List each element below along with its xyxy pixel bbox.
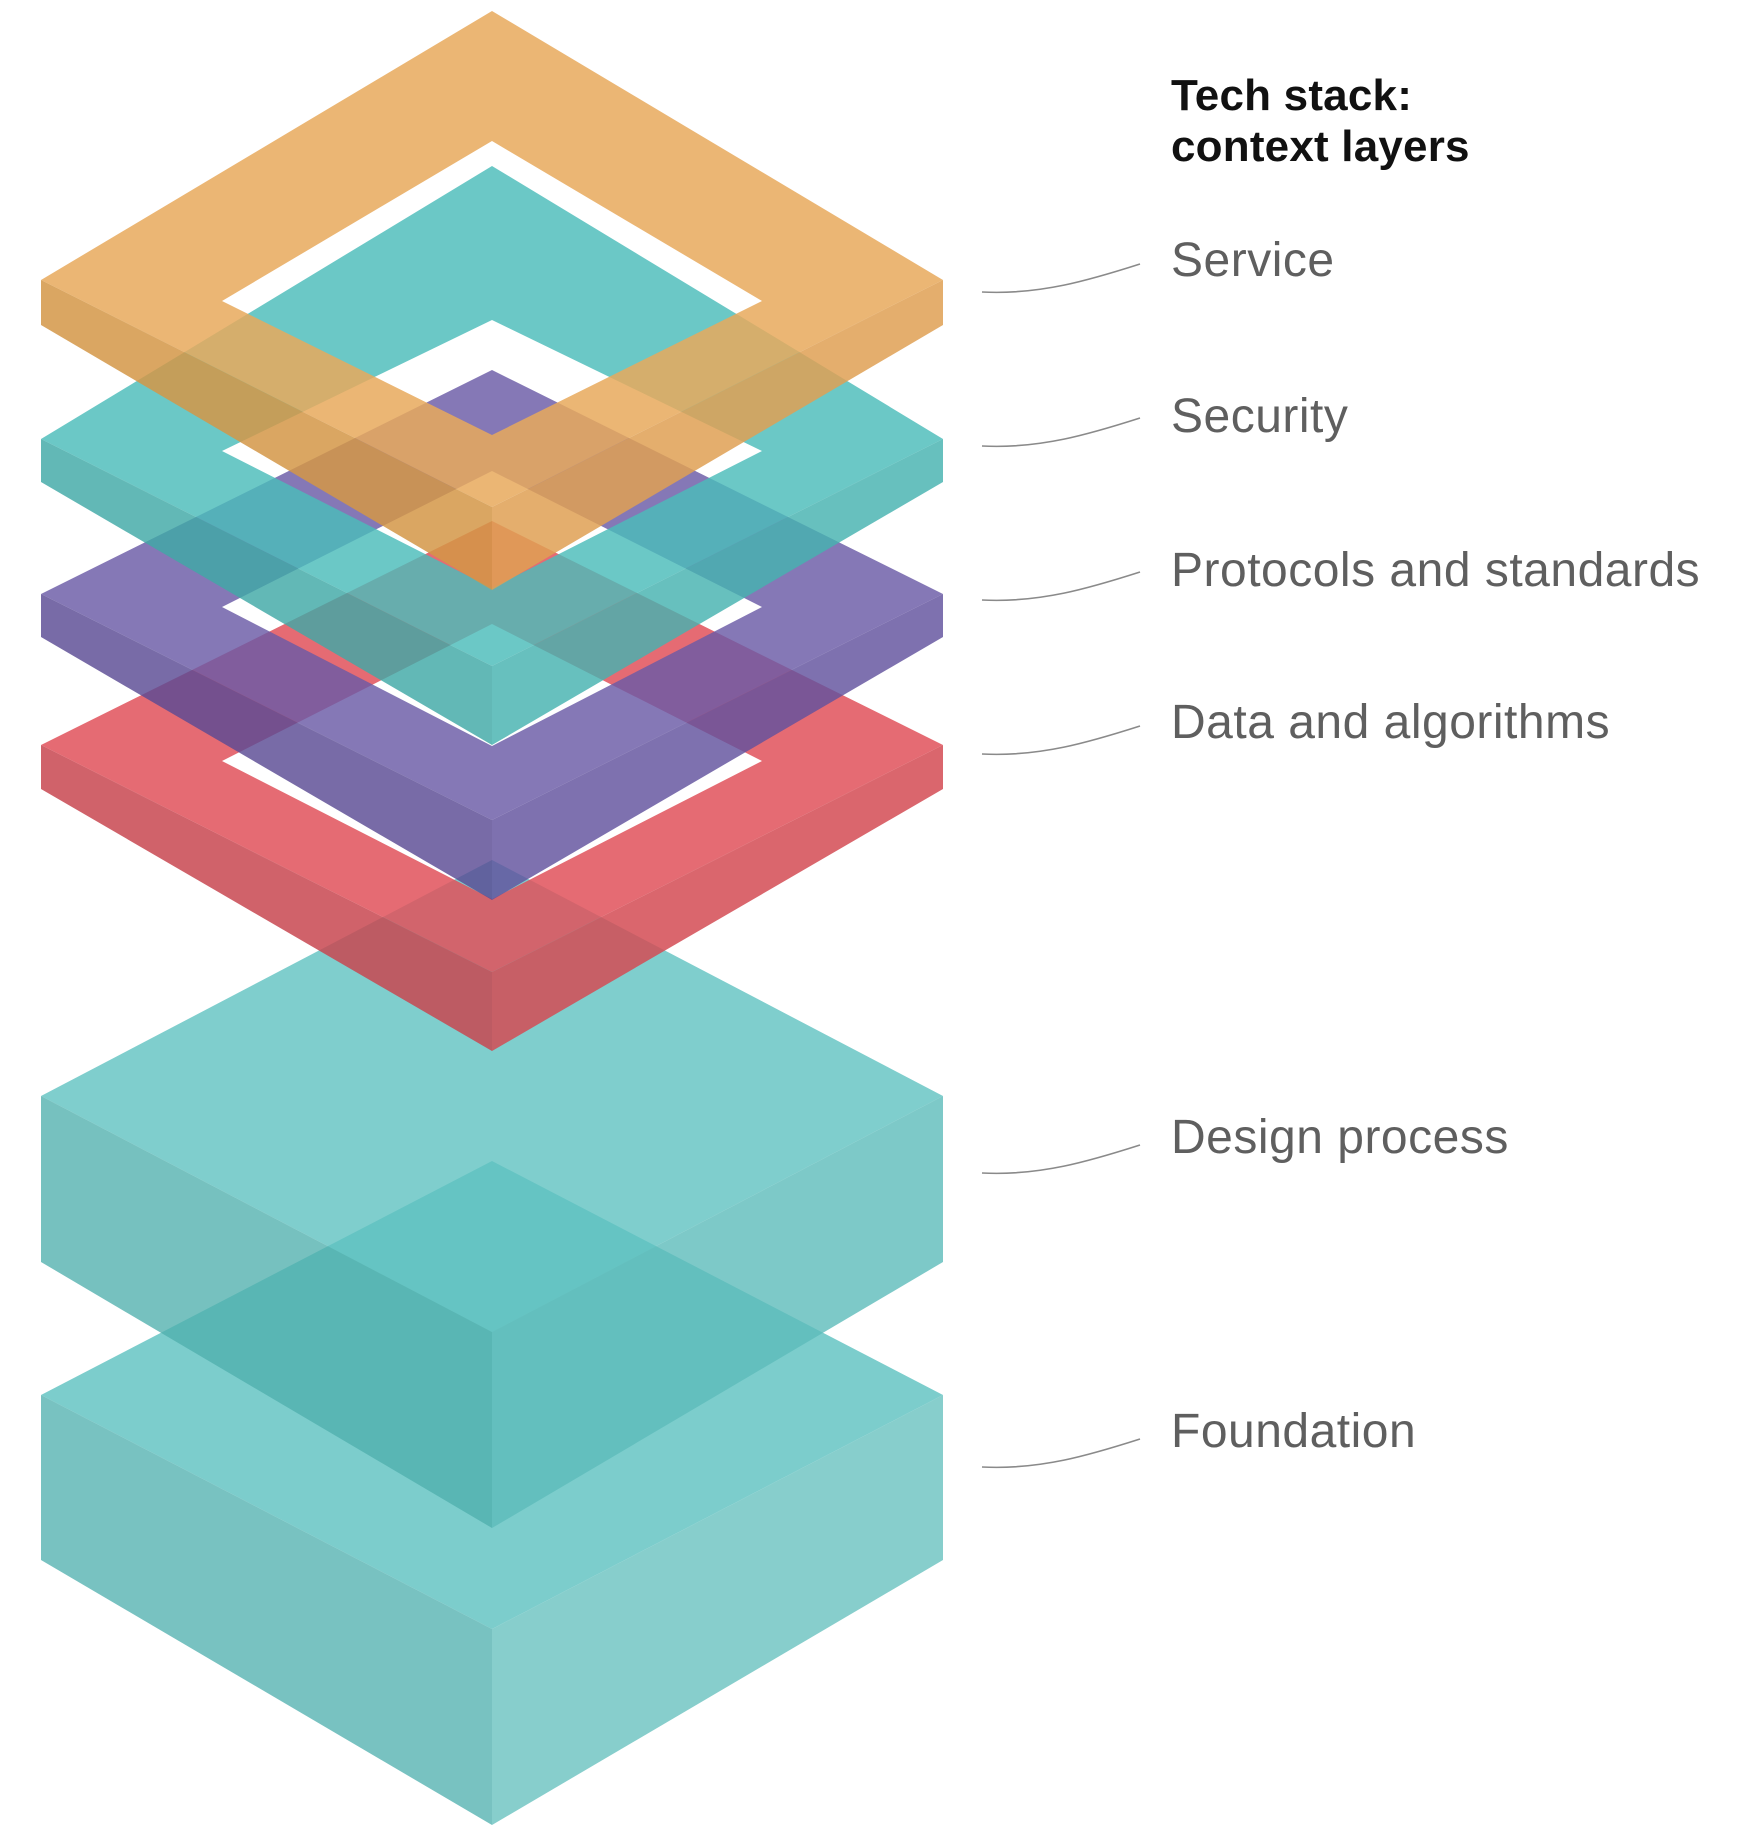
- service-top-face: [41, 11, 943, 507]
- foundation-right-face: [492, 1395, 943, 1825]
- service-left-face: [41, 280, 492, 590]
- design-process-layer: [41, 860, 943, 1528]
- title-line-2: context layers: [1171, 122, 1470, 171]
- service-right-face: [492, 280, 943, 590]
- title-line-1: Tech stack:: [1171, 71, 1413, 120]
- design-process-right-face: [492, 1096, 943, 1528]
- security-right-face: [492, 439, 943, 745]
- label-service: Service: [1171, 234, 1335, 287]
- label-protocols: Protocols and standards: [1171, 544, 1701, 597]
- label-data-algorithms: Data and algorithms: [1171, 696, 1611, 749]
- protocols-left-face: [41, 594, 492, 900]
- label-design-process: Design process: [1171, 1111, 1509, 1164]
- design-process-leader-line: [981, 1144, 1141, 1175]
- foundation-leader-line: [981, 1438, 1141, 1469]
- label-security: Security: [1171, 390, 1349, 443]
- leader-lines: [981, 263, 1141, 1469]
- service-layer: [41, 11, 943, 590]
- label-foundation: Foundation: [1171, 1405, 1417, 1458]
- security-top-face: [41, 166, 943, 666]
- security-layer: [41, 166, 943, 745]
- service-leader-line: [981, 263, 1141, 294]
- security-leader-line: [981, 417, 1141, 448]
- diagram-title: Tech stack: context layers: [1171, 70, 1470, 172]
- data-algorithms-leader-line: [981, 725, 1141, 756]
- data-algorithms-right-face: [492, 745, 943, 1051]
- design-process-left-face: [41, 1096, 492, 1528]
- foundation-left-face: [41, 1395, 492, 1825]
- protocols-leader-line: [981, 571, 1141, 602]
- protocols-right-face: [492, 594, 943, 900]
- data-algorithms-left-face: [41, 745, 492, 1051]
- security-left-face: [41, 439, 492, 745]
